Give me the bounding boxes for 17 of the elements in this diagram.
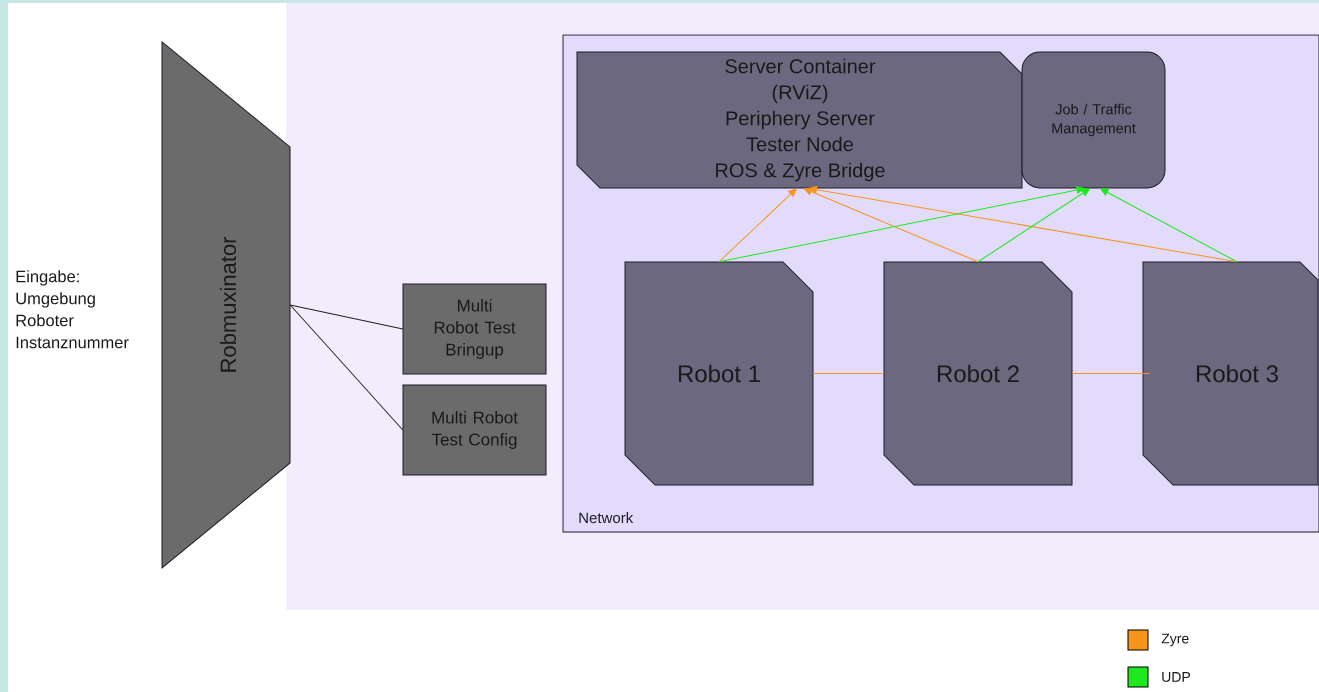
input-note: Eingabe: Umgebung Roboter Instanznummer [16,270,129,349]
robot-box: Robot 3 [1142,261,1319,486]
arrow [808,185,1238,263]
rounded-box: Job / Traffic Management [1021,51,1166,189]
arrow [977,188,1090,263]
trapezoid-block: Robmuxinator [161,41,291,569]
container-box: Server Container (RViZ) Periphery Server Tester Node ROS & Zyre Bridge [576,51,1023,189]
module-box: Multi Robot Test Bringup [402,283,547,375]
legend-label: Zyre [1161,633,1189,647]
arrow [1100,188,1238,263]
robot-box: Robot 2 [883,261,1073,486]
arrow [718,188,797,263]
module-box: Multi Robot Test Config [402,384,547,476]
arrow [803,187,979,263]
legend-label: UDP [1162,672,1191,682]
robot-box: Robot 1 [624,261,814,486]
arrow [718,186,1085,263]
